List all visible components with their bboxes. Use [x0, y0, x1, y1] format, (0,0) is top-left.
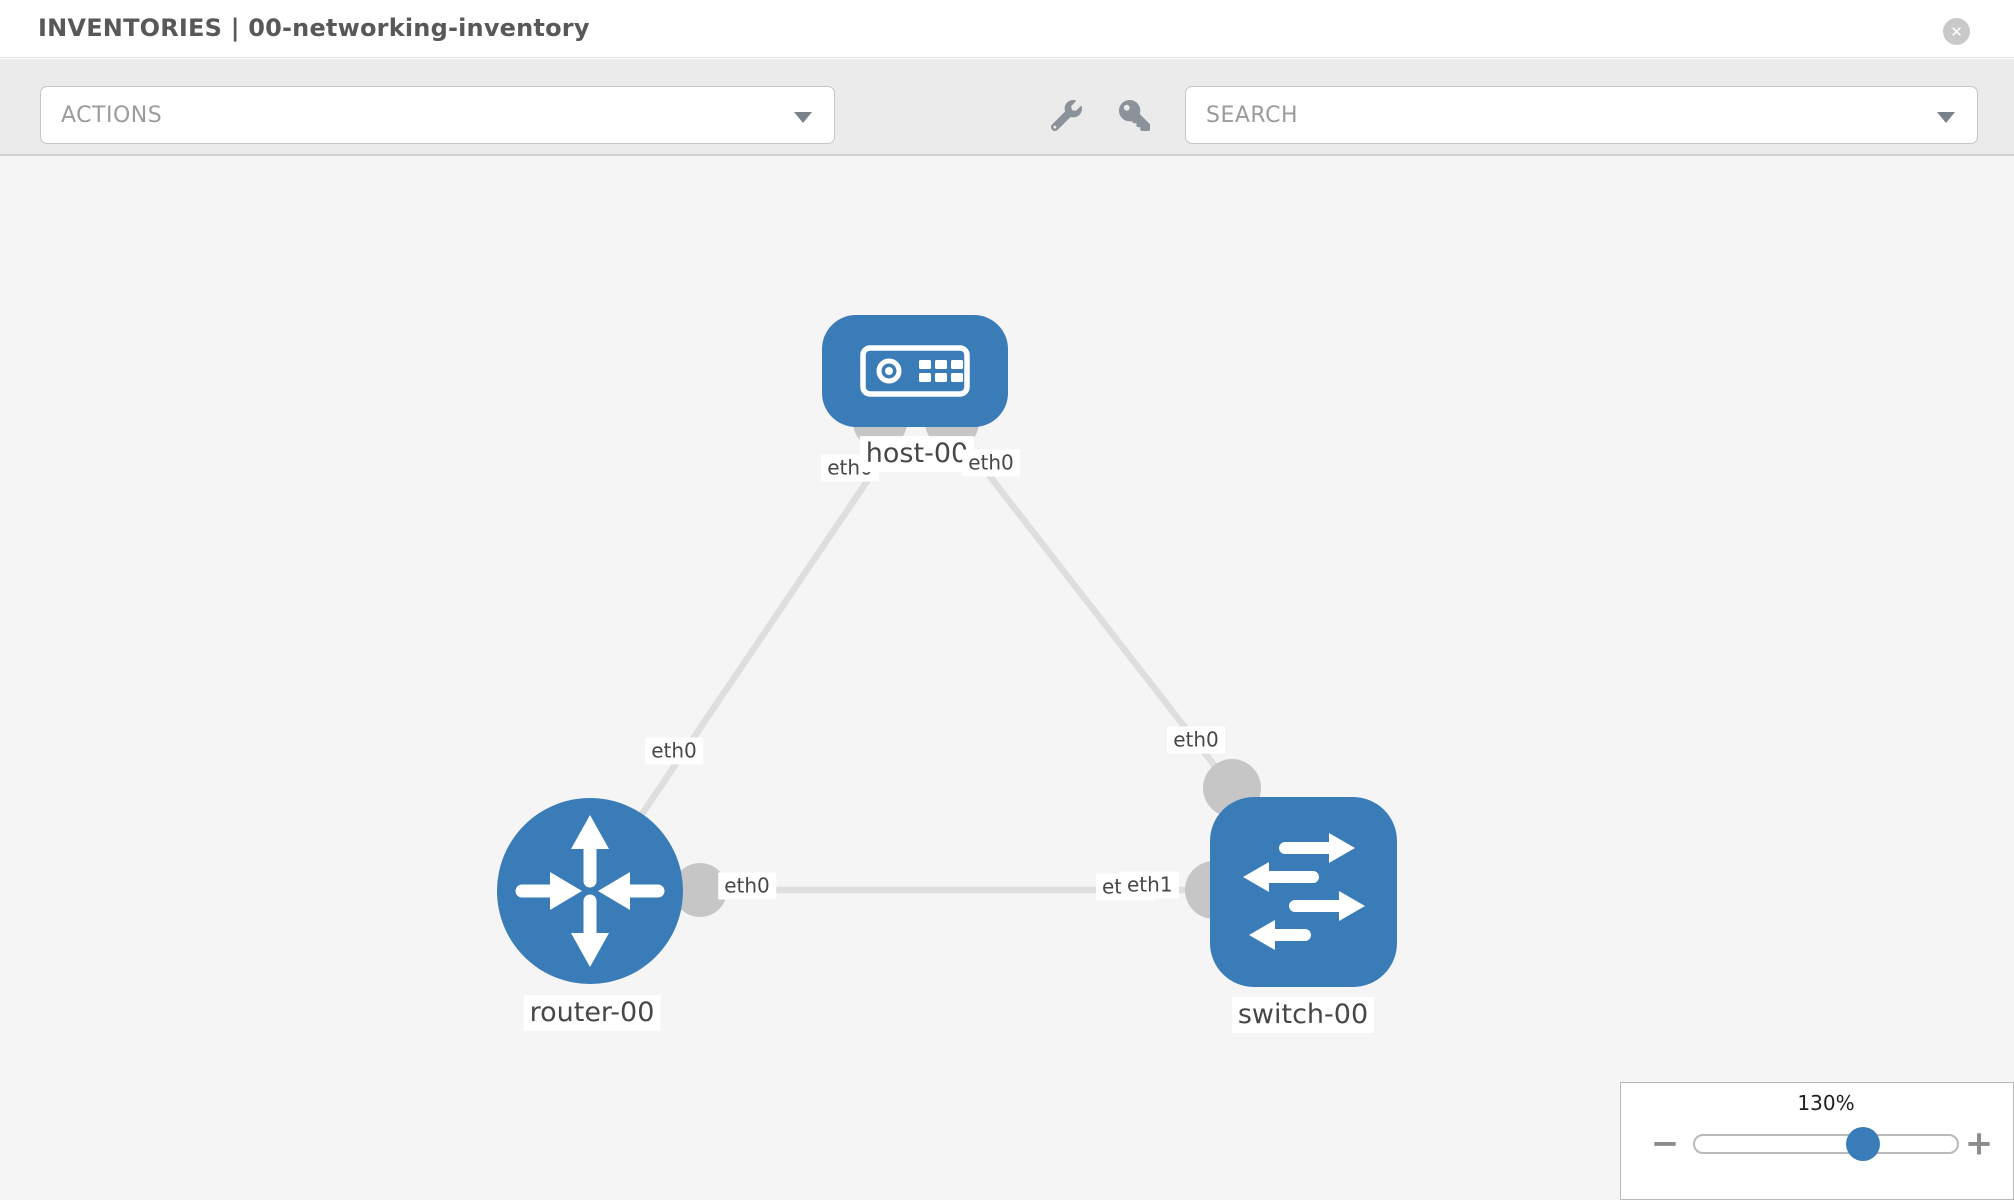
topology-canvas[interactable]: eth0 host-00 eth0 eth0 eth0 eth0 eth0 et…	[0, 156, 2014, 1200]
zoom-level: 130%	[1797, 1091, 1855, 1115]
search-dropdown[interactable]: SEARCH	[1185, 86, 1978, 144]
node-label-switch: switch-00	[1231, 997, 1375, 1033]
key-icon	[1118, 99, 1150, 131]
node-router[interactable]	[497, 798, 683, 984]
wrench-icon	[1050, 99, 1082, 131]
node-label-router: router-00	[523, 995, 661, 1031]
close-icon[interactable]: ✕	[1943, 18, 1970, 45]
zoom-panel: 130% − +	[1620, 1082, 2014, 1200]
actions-dropdown-label: ACTIONS	[61, 102, 163, 128]
host-icon	[860, 345, 970, 397]
node-label-host: host-00	[859, 436, 975, 472]
node-host[interactable]	[822, 315, 1008, 427]
configure-button[interactable]	[1037, 86, 1095, 144]
if-label-mid-left: eth0	[718, 872, 776, 900]
caret-down-icon	[794, 112, 812, 123]
if-label-router-top: eth0	[645, 737, 703, 765]
credentials-button[interactable]	[1105, 86, 1163, 144]
toolbar: ACTIONS SEARCH	[0, 59, 2014, 156]
caret-down-icon	[1937, 112, 1955, 123]
actions-dropdown[interactable]: ACTIONS	[40, 86, 835, 144]
if-label-switch-top: eth0	[1167, 726, 1225, 754]
router-icon	[515, 815, 665, 967]
link-host-router	[587, 423, 908, 893]
page-title: INVENTORIES | 00-networking-inventory	[38, 14, 590, 42]
zoom-slider-track[interactable]	[1693, 1134, 1959, 1154]
endpoint-dot	[673, 863, 727, 917]
search-placeholder: SEARCH	[1206, 102, 1299, 128]
switch-icon	[1243, 833, 1365, 950]
node-switch[interactable]	[1210, 797, 1397, 987]
if-label-host-right: eth0	[962, 449, 1020, 477]
topology-svg	[497, 315, 1397, 987]
zoom-out-button[interactable]: −	[1650, 1123, 1680, 1164]
zoom-in-button[interactable]: +	[1964, 1123, 1994, 1164]
zoom-slider-handle[interactable]	[1846, 1127, 1880, 1161]
breadcrumb-header: INVENTORIES | 00-networking-inventory ✕	[0, 0, 2014, 58]
if-label-mid-right-front: eth1	[1121, 871, 1179, 899]
